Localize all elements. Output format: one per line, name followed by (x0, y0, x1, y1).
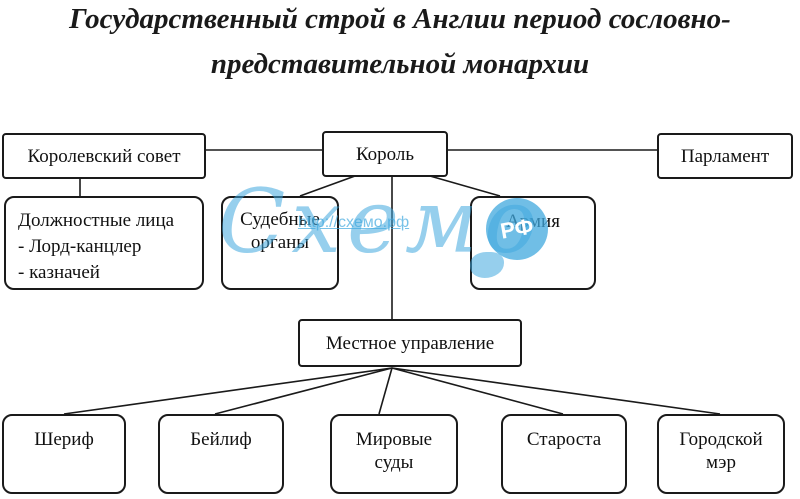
node-elder-label: Староста (526, 429, 602, 450)
node-city-mayor-line-1: Городской (679, 429, 763, 450)
node-justices-of-peace-line-1: Мировые (355, 429, 433, 450)
connector-local-bailiff (214, 367, 393, 415)
node-city-mayor-line-2: мэр (706, 452, 736, 473)
node-judicial-bodies: Судебные органы (221, 196, 339, 290)
diagram-title-line-1: Государственный строй в Англии период со… (69, 3, 731, 35)
connector-local-elder (391, 367, 564, 415)
node-city-mayor: Городской мэр (657, 414, 785, 494)
node-army-label: Армия (506, 211, 560, 232)
connector-local-justices (378, 367, 393, 415)
node-parliament-label: Парламент (680, 145, 770, 167)
node-justices-of-peace-line-2: суды (374, 452, 414, 473)
node-royal-council: Королевский совет (2, 133, 206, 179)
node-royal-council-label: Королевский совет (27, 145, 181, 167)
connector-local-mayor (391, 367, 721, 415)
node-army: Армия (470, 196, 596, 290)
node-officials-heading: Должностные лица (18, 210, 175, 231)
node-sheriff: Шериф (2, 414, 126, 494)
connector-local-sheriff (63, 367, 393, 415)
node-king-label: Король (355, 143, 415, 165)
node-justices-of-peace: Мировые суды (330, 414, 458, 494)
diagram-title-line-2: представительной монархии (210, 48, 590, 80)
node-officials: Должностные лица - Лорд-канцлер - казнач… (4, 196, 204, 290)
node-local-government: Местное управление (298, 319, 522, 367)
node-judicial-bodies-line-2: органы (250, 232, 310, 253)
node-sheriff-label: Шериф (34, 429, 94, 450)
connector-king-judicial (299, 175, 356, 197)
node-king: Король (322, 131, 448, 177)
node-officials-item-lord-chancellor: - Лорд-канцлер (18, 236, 142, 257)
node-elder: Староста (501, 414, 627, 494)
connector-king-army (429, 175, 501, 197)
node-bailiff: Бейлиф (158, 414, 284, 494)
node-judicial-bodies-line-1: Судебные (240, 209, 320, 230)
node-local-government-label: Местное управление (325, 332, 495, 354)
node-parliament: Парламент (657, 133, 793, 179)
node-bailiff-label: Бейлиф (190, 429, 252, 450)
node-officials-item-treasurer: - казначей (18, 262, 100, 283)
